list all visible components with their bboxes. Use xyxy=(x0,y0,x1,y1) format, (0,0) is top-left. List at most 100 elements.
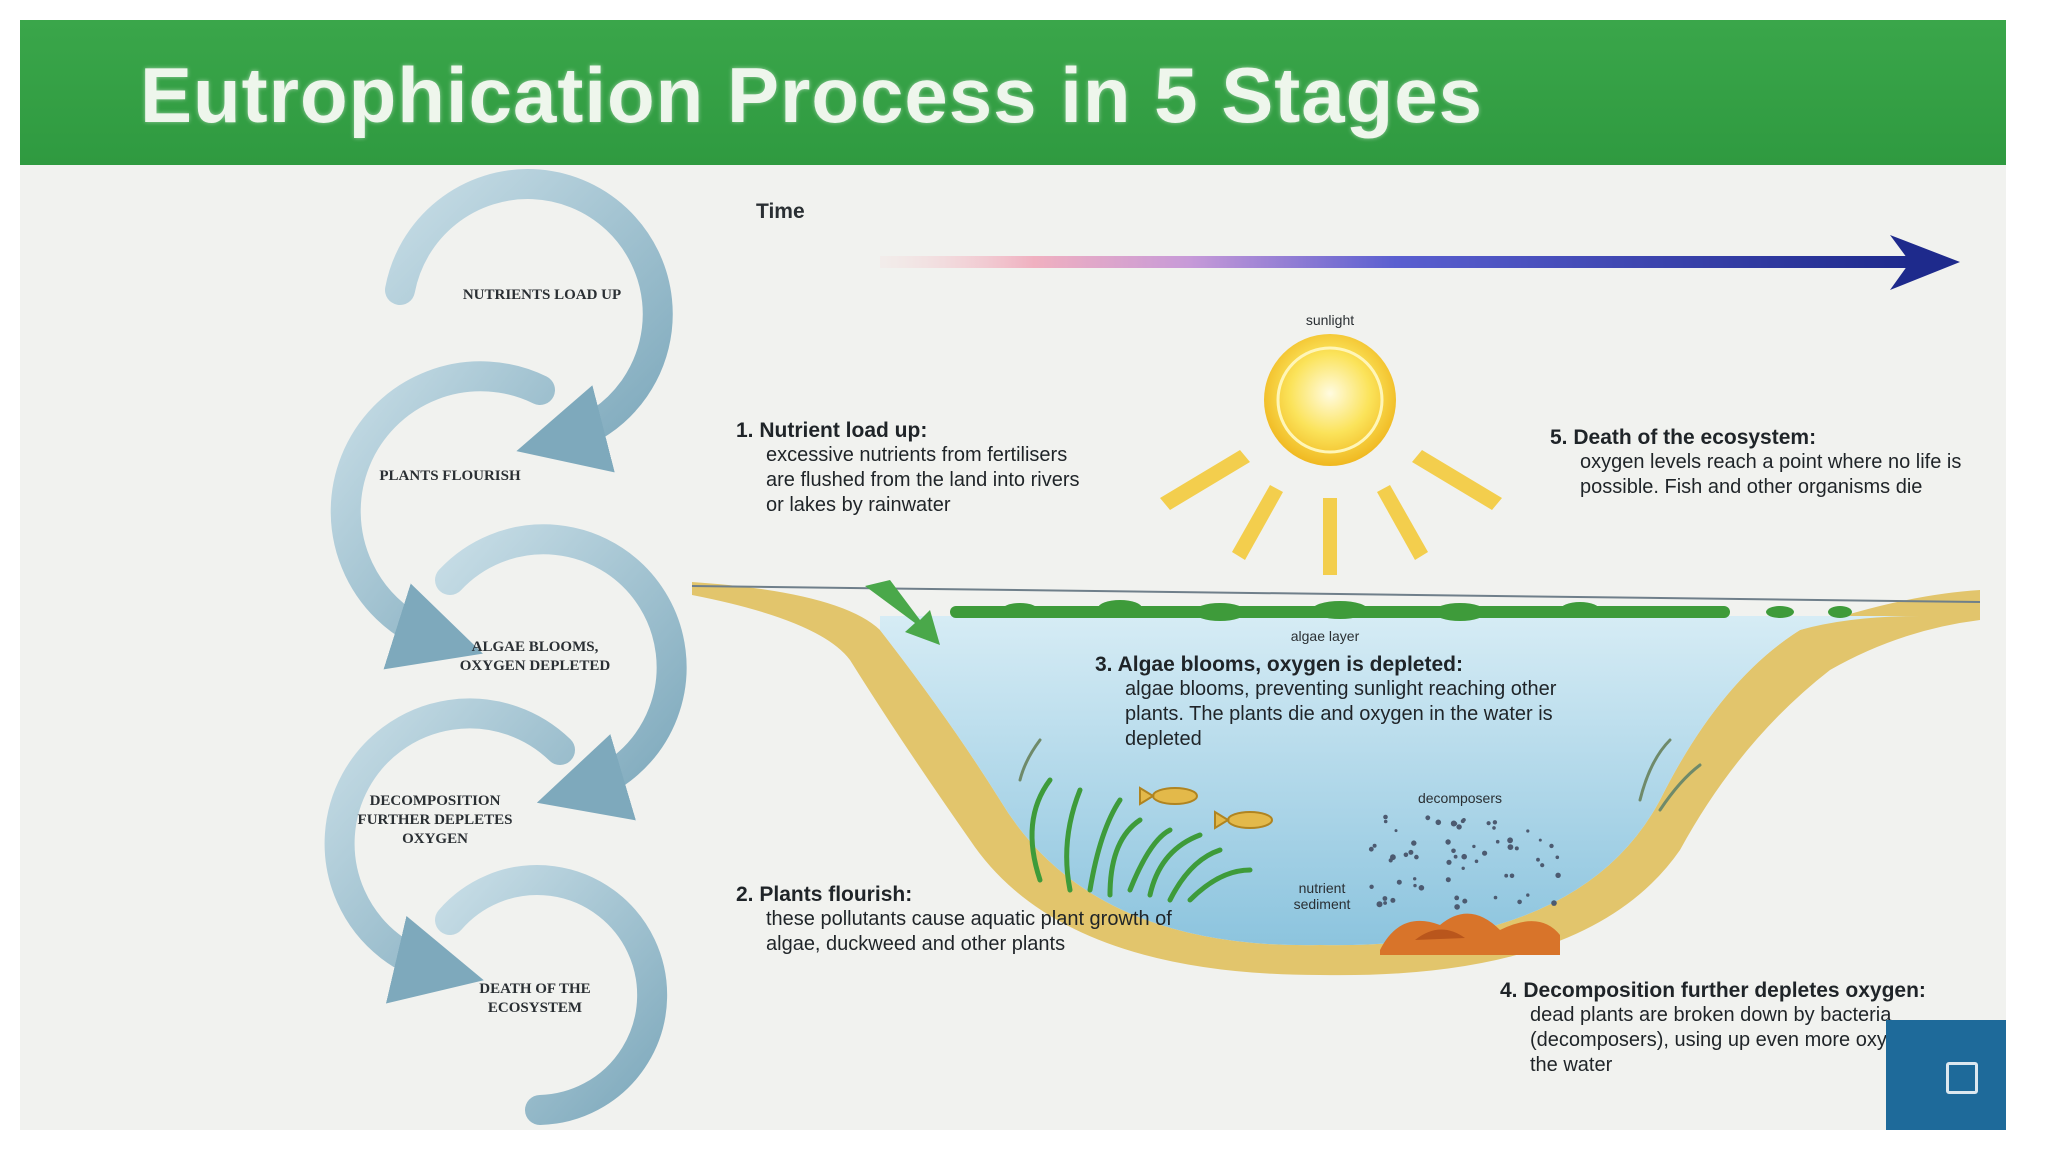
decomposer-dot xyxy=(1382,896,1388,901)
aquatic-plants xyxy=(1018,738,1702,903)
decomposers-label: decomposers xyxy=(1417,790,1503,806)
cycle-label-plants: Plants flourish xyxy=(379,468,521,484)
decomposer-dot xyxy=(1372,843,1377,848)
decomposer-dot xyxy=(1492,826,1496,830)
decomposer-dot xyxy=(1474,859,1479,864)
sunlight-label: sunlight xyxy=(1305,312,1355,328)
curved-arrow-icon xyxy=(385,169,673,473)
decomposer-dot xyxy=(1413,877,1417,881)
decomposer-dot xyxy=(1450,820,1457,827)
decomposer-dot xyxy=(1526,893,1530,897)
decomposer-dot xyxy=(1446,859,1452,865)
decomposer-dot xyxy=(1509,873,1515,879)
decomposer-dot xyxy=(1445,877,1451,883)
cycle-label-algae: Algae blooms, oxygen depleted xyxy=(459,639,611,674)
decomposer-dot xyxy=(1551,900,1557,906)
curved-arrow-icon xyxy=(324,698,575,1004)
decomposer-dot xyxy=(1461,866,1465,870)
algae-layer-label: algae layer xyxy=(1290,628,1360,644)
decomposer-dot xyxy=(1482,850,1488,856)
nutrient-sediment xyxy=(1380,913,1560,955)
decomposer-dot xyxy=(1517,899,1522,905)
decomposer-dot xyxy=(1414,854,1419,860)
decomposer-dot xyxy=(1454,904,1460,910)
decomposer-dot xyxy=(1492,820,1498,825)
decomposer-dot xyxy=(1383,814,1388,820)
decomposer-dot xyxy=(1376,901,1383,908)
decomposer-dot xyxy=(1388,858,1393,863)
decomposer-dot xyxy=(1540,863,1545,868)
decomposer-dot xyxy=(1486,821,1491,826)
stage-4: 4. Decomposition further depletes oxygen… xyxy=(1500,978,1960,1078)
cycle-label-decomposition: Decomposition further depletes oxygen xyxy=(357,793,513,847)
decomposer-dot xyxy=(1383,819,1388,824)
stage-5-body: oxygen levels reach a point where no lif… xyxy=(1580,451,1962,498)
decomposer-dot xyxy=(1460,819,1465,824)
decomposer-dot xyxy=(1549,843,1554,849)
stage-5-heading: 5. Death of the ecosystem: xyxy=(1550,426,1817,449)
time-label: Time xyxy=(756,200,805,223)
stage-4-body: dead plants are broken down by bacteria … xyxy=(1530,1004,1942,1076)
decomposer-dot xyxy=(1462,898,1468,904)
stage-1-body: excessive nutrients from fertilisers are… xyxy=(766,444,1080,516)
stage-2-body: these pollutants cause aquatic plant gro… xyxy=(766,908,1172,955)
stage-4-heading: 4. Decomposition further depletes oxygen… xyxy=(1500,979,1926,1002)
fish-icon xyxy=(1139,786,1273,830)
decomposer-dot xyxy=(1403,852,1409,858)
stage-5: 5. Death of the ecosystem: oxygen levels… xyxy=(1550,425,1980,500)
decomposer-dot xyxy=(1456,824,1462,830)
stage-2: 2. Plants flourish: these pollutants cau… xyxy=(736,882,1216,957)
decomposer-dot xyxy=(1368,846,1374,852)
decomposer-dot xyxy=(1493,895,1498,900)
title-bar: Eutrophication Process in 5 Stages xyxy=(20,20,2006,165)
slide: Eutrophication Process in 5 Stages xyxy=(20,20,2006,1130)
decomposer-dot xyxy=(1390,897,1396,903)
stage-3-body: algae blooms, preventing sunlight reachi… xyxy=(1125,678,1557,750)
decomposer-dot xyxy=(1507,837,1513,844)
decomposer-dot xyxy=(1413,883,1417,888)
cycle-label-nutrients: Nutrients load up xyxy=(462,287,622,303)
decomposer-dot xyxy=(1538,838,1542,842)
runoff-arrow-icon xyxy=(865,580,940,645)
decomposer-dot xyxy=(1472,844,1476,849)
eutrophication-diagram xyxy=(324,169,1981,1125)
cycle-arrows xyxy=(324,169,687,1125)
decomposer-dot xyxy=(1411,840,1417,846)
corner-widget[interactable] xyxy=(1886,1020,2006,1130)
algae-layer xyxy=(950,600,1852,621)
stage-1-heading: 1. Nutrient load up: xyxy=(736,419,928,442)
decomposer-dot xyxy=(1408,849,1414,855)
stage-3: 3. Algae blooms, oxygen is depleted: alg… xyxy=(1095,652,1615,752)
cycle-label-death: Death of the ecosystem xyxy=(479,981,591,1016)
curved-arrow-icon xyxy=(435,865,668,1125)
stage-2-heading: 2. Plants flourish: xyxy=(736,883,913,906)
curved-arrow-icon xyxy=(435,524,687,821)
time-arrow-icon xyxy=(880,235,1960,290)
decomposer-dot xyxy=(1555,855,1560,860)
decomposer-dot xyxy=(1536,857,1540,862)
decomposer-dot xyxy=(1555,872,1561,878)
decomposer-dot xyxy=(1453,854,1458,859)
decomposer-dot xyxy=(1383,901,1387,905)
decomposer-dot xyxy=(1514,846,1519,851)
decomposer-dot xyxy=(1454,895,1460,901)
nutrient-sediment-label: nutrient sediment xyxy=(1293,880,1351,912)
decomposer-dot xyxy=(1451,848,1456,854)
decomposer-dot xyxy=(1495,839,1500,844)
stage-1: 1. Nutrient load up: excessive nutrients… xyxy=(736,418,1096,518)
decomposer-dot xyxy=(1507,844,1514,850)
decomposer-dot xyxy=(1445,839,1451,845)
curved-arrow-icon xyxy=(330,361,555,670)
decomposer-dot xyxy=(1461,853,1467,860)
square-icon[interactable] xyxy=(1946,1062,1978,1094)
slide-title: Eutrophication Process in 5 Stages xyxy=(140,51,1484,139)
decomposer-dots xyxy=(1368,814,1561,910)
decomposer-dot xyxy=(1396,879,1402,885)
sun-icon xyxy=(1160,334,1502,575)
decomposer-dot xyxy=(1369,884,1374,889)
decomposer-dot xyxy=(1526,829,1530,833)
decomposer-dot xyxy=(1504,873,1509,878)
decomposer-dot xyxy=(1425,815,1431,821)
stage-3-heading: 3. Algae blooms, oxygen is depleted: xyxy=(1095,653,1463,676)
decomposer-dot xyxy=(1394,829,1398,833)
